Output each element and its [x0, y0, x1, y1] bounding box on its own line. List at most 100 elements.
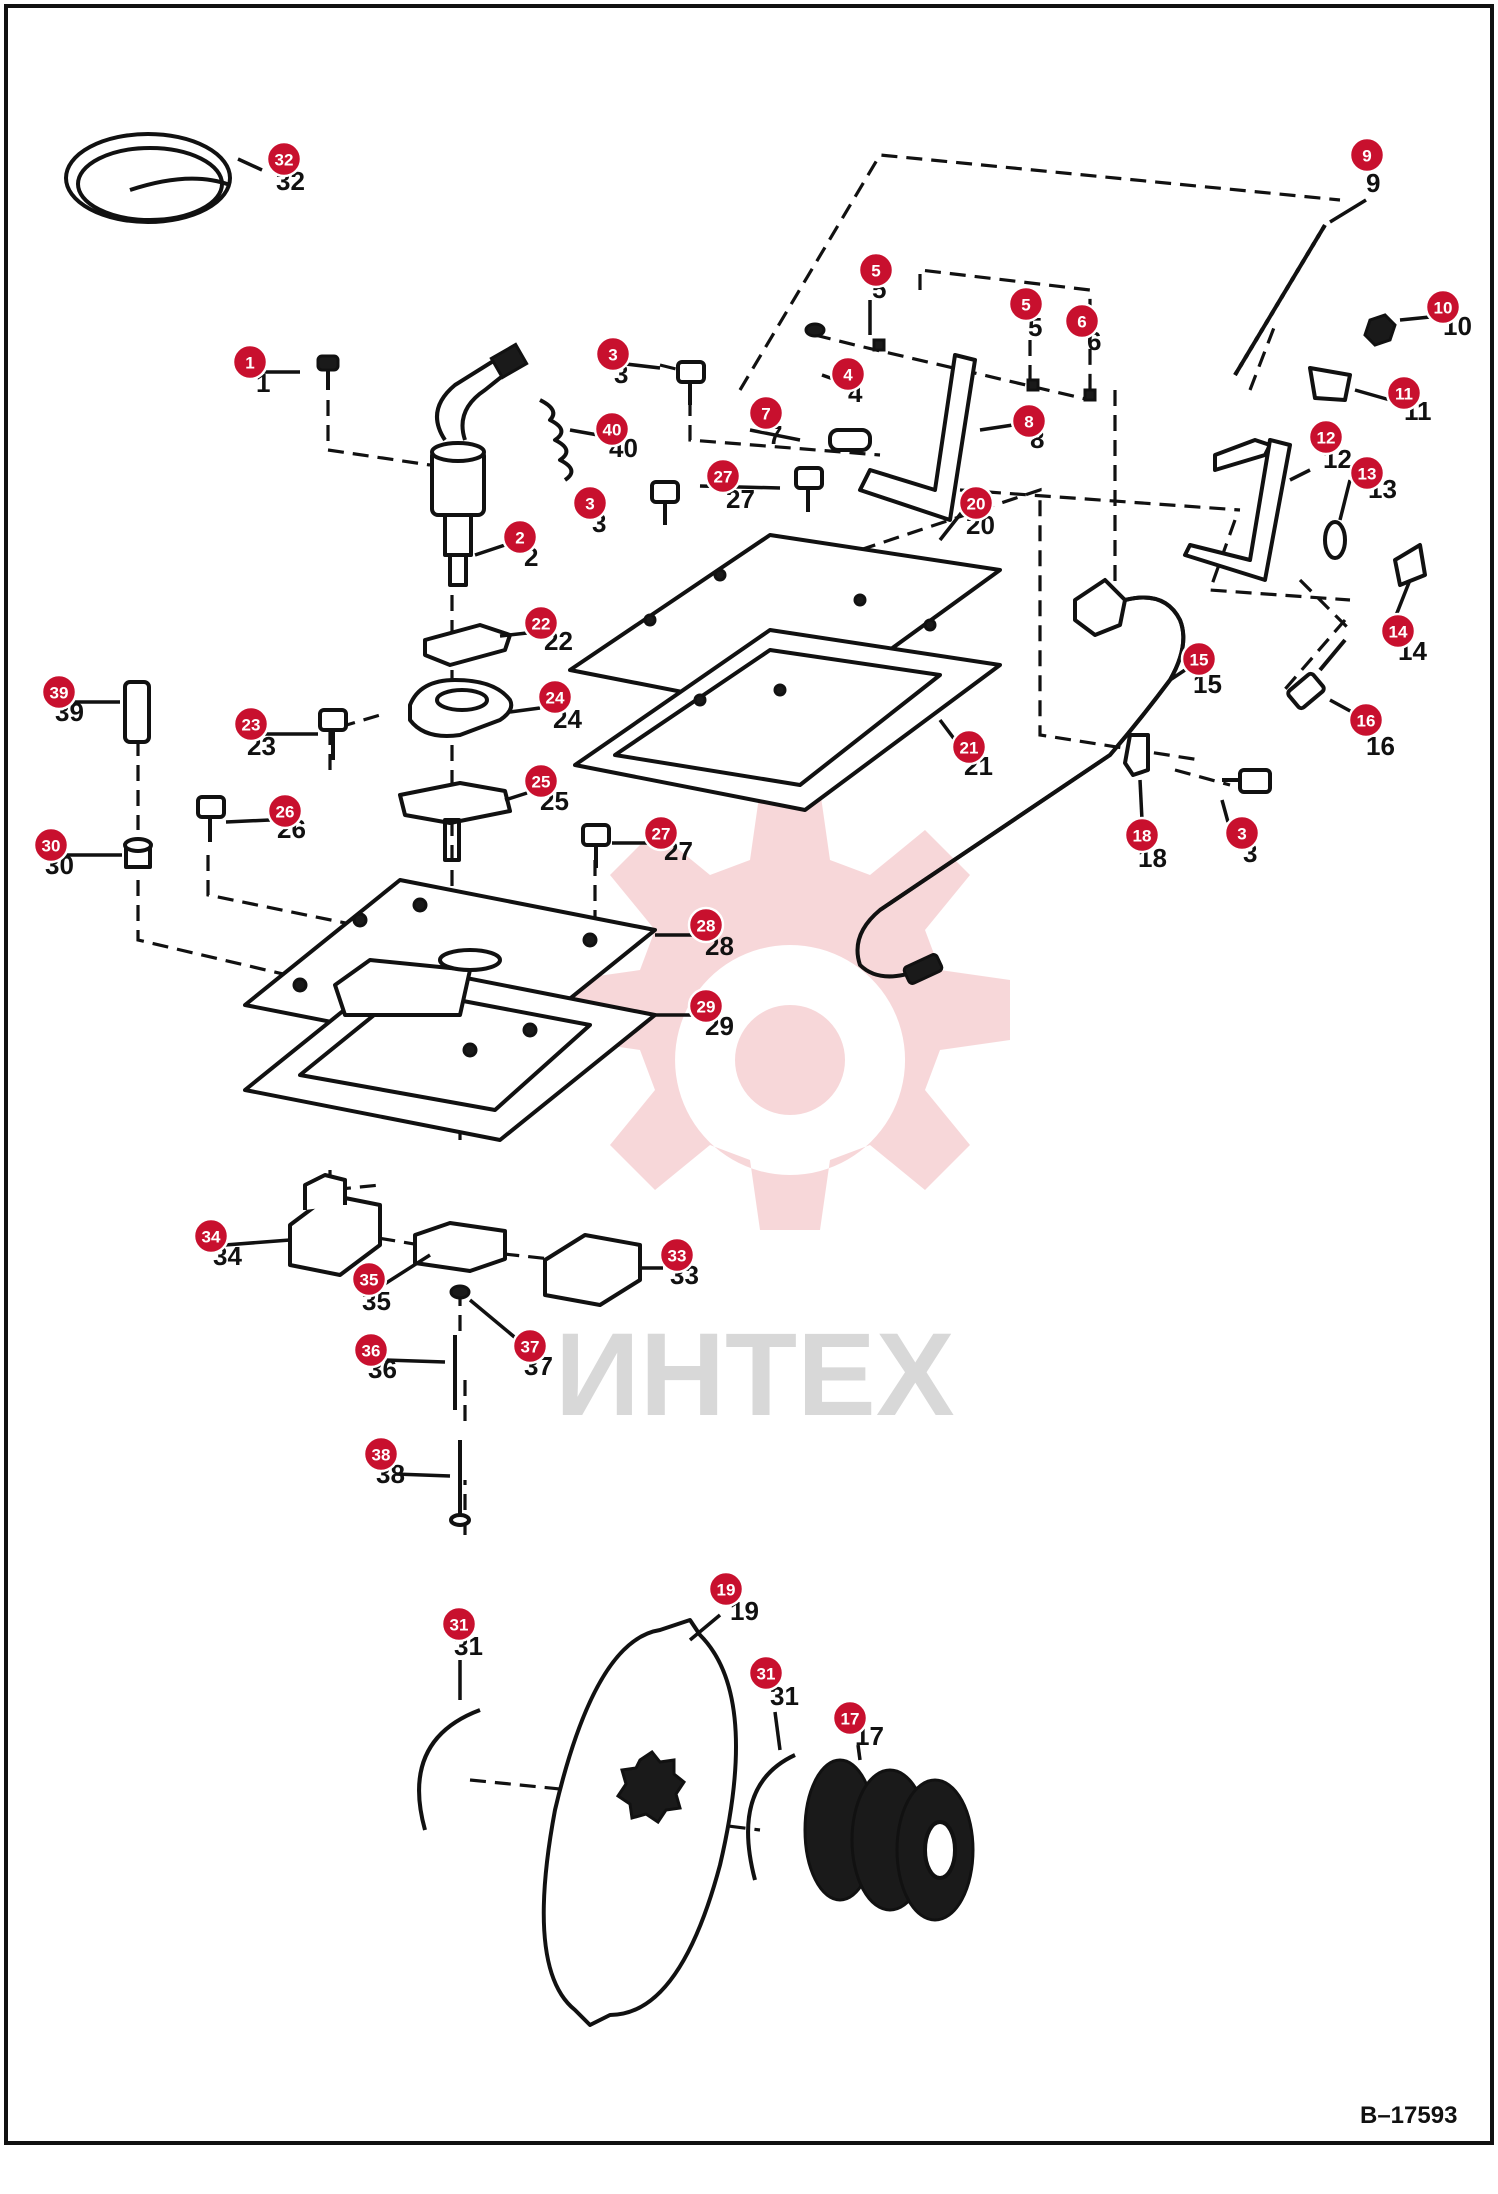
- callout-number: 34: [202, 1228, 221, 1247]
- callout-circle: [831, 1699, 869, 1737]
- callout-bubble[interactable]: 14: [1379, 612, 1417, 650]
- callout-bubble[interactable]: 8: [1010, 402, 1048, 440]
- callout-circle: [1348, 136, 1386, 174]
- callout-bubble[interactable]: 26: [266, 792, 304, 830]
- callout-bubble[interactable]: 27: [704, 457, 742, 495]
- callout-bubble[interactable]: 4: [829, 355, 867, 393]
- callout-circle: [707, 1570, 745, 1608]
- callout-bubble[interactable]: 9: [1348, 136, 1386, 174]
- callout-circle: [32, 826, 70, 864]
- callout-bubble[interactable]: 35: [350, 1260, 388, 1298]
- callout-bubble[interactable]: 38: [362, 1435, 400, 1473]
- callout-number: 3: [1237, 825, 1246, 844]
- callout-number: 2: [515, 529, 524, 548]
- callout-circle: [593, 410, 631, 448]
- valve-body: [398, 623, 514, 862]
- callout-bubble[interactable]: 12: [1307, 418, 1345, 456]
- callout-number: 35: [360, 1271, 379, 1290]
- callout-bubble[interactable]: 34: [192, 1217, 230, 1255]
- callout-bubble[interactable]: 36: [352, 1331, 390, 1369]
- callout-bubble[interactable]: 19: [707, 1570, 745, 1608]
- callout-number: 26: [276, 803, 295, 822]
- callout-bubble[interactable]: 20: [957, 484, 995, 522]
- callout-circle: [352, 1331, 390, 1369]
- callout-bubble[interactable]: 3: [594, 335, 632, 373]
- fasteners: [123, 322, 1347, 869]
- callout-circle: [1010, 402, 1048, 440]
- callout-bubble[interactable]: 23: [232, 705, 270, 743]
- callout-bubble[interactable]: 28: [687, 906, 725, 944]
- callout-number: 11: [1395, 385, 1413, 404]
- callout-number: 23: [242, 716, 261, 735]
- watermark-text: ИНТЕХ: [555, 1309, 955, 1441]
- callout-bubble[interactable]: 16: [1347, 701, 1385, 739]
- callout-bubble[interactable]: 30: [32, 826, 70, 864]
- callout-circle: [1424, 288, 1462, 326]
- hose-coil: [64, 132, 232, 224]
- callout-bubble[interactable]: 1: [231, 343, 269, 381]
- callout-bubble[interactable]: 31: [440, 1605, 478, 1643]
- lever-bracket: [1183, 313, 1427, 587]
- callout-circle: [747, 394, 785, 432]
- callout-bubble[interactable]: 6: [1063, 302, 1101, 340]
- callout-bubble[interactable]: 25: [522, 762, 560, 800]
- callout-bubble[interactable]: 13: [1348, 454, 1386, 492]
- callout-number: 17: [841, 1710, 860, 1729]
- callout-bubble[interactable]: 11: [1385, 374, 1423, 412]
- callout-bubble[interactable]: 24: [536, 678, 574, 716]
- callout-bubble[interactable]: 2: [501, 518, 539, 556]
- part-ref-number: 9: [1366, 168, 1380, 198]
- callout-number: 33: [668, 1247, 687, 1266]
- callout-bubble[interactable]: 37: [511, 1327, 549, 1365]
- callout-circle: [266, 792, 304, 830]
- callout-circle: [1180, 640, 1218, 678]
- callout-number: 1: [245, 354, 254, 373]
- callout-number: 32: [275, 151, 294, 170]
- callout-circle: [642, 814, 680, 852]
- callout-circle: [350, 1260, 388, 1298]
- callout-number: 5: [1021, 296, 1030, 315]
- callout-bubble[interactable]: 27: [642, 814, 680, 852]
- callout-circle: [1123, 816, 1161, 854]
- callout-number: 22: [532, 615, 551, 634]
- callout-bubble[interactable]: 32: [265, 140, 303, 178]
- callout-circle: [265, 140, 303, 178]
- callout-bubble[interactable]: 3: [571, 484, 609, 522]
- callout-bubble[interactable]: 5: [857, 251, 895, 289]
- callout-number: 13: [1358, 465, 1377, 484]
- callout-bubble[interactable]: 3: [1223, 814, 1261, 852]
- callout-number: 19: [717, 1581, 736, 1600]
- callout-circle: [522, 604, 560, 642]
- callout-bubble[interactable]: 29: [687, 987, 725, 1025]
- callout-number: 7: [761, 405, 770, 424]
- callout-number: 21: [960, 739, 979, 758]
- solenoid-assembly: [430, 342, 574, 587]
- callout-bubble[interactable]: 18: [1123, 816, 1161, 854]
- callout-bubble[interactable]: 33: [658, 1236, 696, 1274]
- callout-circle: [571, 484, 609, 522]
- callout-bubble[interactable]: 22: [522, 604, 560, 642]
- callout-number: 31: [450, 1616, 469, 1635]
- callout-circle: [232, 705, 270, 743]
- watermark-gear-logo: [570, 790, 1010, 1230]
- callout-circle: [687, 987, 725, 1025]
- callout-circle: [1348, 454, 1386, 492]
- callout-number: 16: [1357, 712, 1376, 731]
- spring: [1233, 223, 1327, 377]
- callout-bubble[interactable]: 5: [1007, 285, 1045, 323]
- callout-bubble[interactable]: 21: [950, 728, 988, 766]
- callout-bubble[interactable]: 31: [747, 1654, 785, 1692]
- callout-number: 27: [652, 825, 671, 844]
- callout-number: 25: [532, 773, 551, 792]
- callout-bubble[interactable]: 39: [40, 673, 78, 711]
- callout-bubble[interactable]: 7: [747, 394, 785, 432]
- bracket: [858, 353, 977, 522]
- callout-number: 8: [1024, 413, 1033, 432]
- callout-bubble[interactable]: 40: [593, 410, 631, 448]
- callout-bubble[interactable]: 17: [831, 1699, 869, 1737]
- callout-bubble[interactable]: 15: [1180, 640, 1218, 678]
- callout-bubble[interactable]: 10: [1424, 288, 1462, 326]
